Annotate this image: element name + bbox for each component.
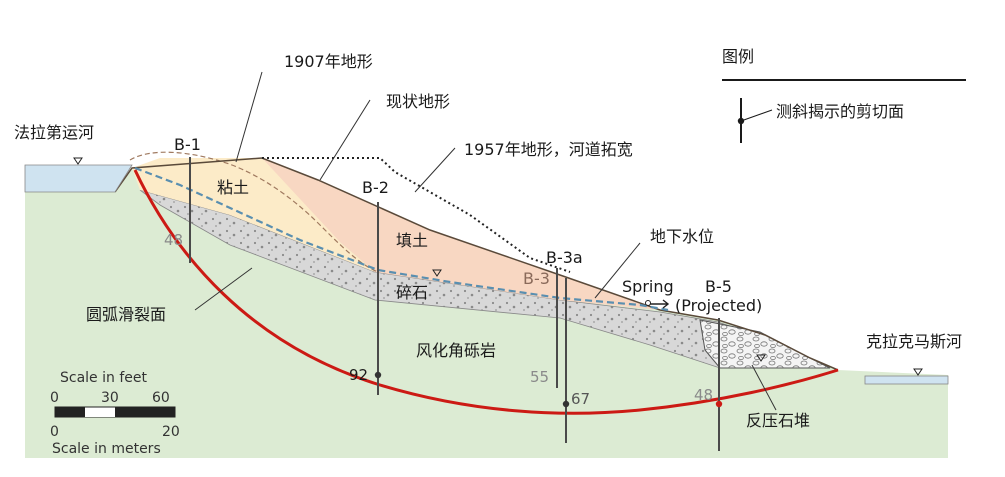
buttress-pile <box>699 319 831 369</box>
slip-surface-arc <box>133 169 839 415</box>
label-buttress: 反压石堆 <box>746 411 810 430</box>
scale-bar-feet-segment-b <box>115 407 175 412</box>
leader-1907 <box>235 71 263 163</box>
leader-buttress <box>751 364 777 411</box>
scale-meters-20: 20 <box>162 424 180 440</box>
scale-meters-0: 0 <box>50 424 59 440</box>
depth-b3: 55 <box>530 368 549 386</box>
depth-b1: 48 <box>164 231 183 249</box>
current-topo-line <box>114 157 839 371</box>
leader-groundwater <box>594 242 641 299</box>
canal-water-marker <box>73 157 83 165</box>
label-groundwater: 地下水位 <box>650 227 714 246</box>
label-gravel: 碎石 <box>396 283 428 302</box>
buttress-water-marker <box>756 354 766 362</box>
scale-feet-30: 30 <box>101 390 119 406</box>
canal-water <box>24 164 133 193</box>
label-projected: (Projected) <box>675 296 762 315</box>
borehole-label-b5: B-5 <box>705 277 732 296</box>
borehole-label-b1: B-1 <box>174 135 201 154</box>
scale-bar-feet-segment-a <box>55 407 85 412</box>
label-clay: 粘土 <box>217 178 249 197</box>
leader-current <box>319 99 371 181</box>
scale-feet-60: 60 <box>152 390 170 406</box>
topo-1907-line <box>129 151 379 273</box>
depth-b2: 92 <box>349 366 368 384</box>
borehole-label-b3a: B-3a <box>546 248 583 267</box>
groundwater-line <box>134 166 669 312</box>
spring-icon <box>645 300 651 306</box>
label-topo-1907: 1907年地形 <box>284 52 373 71</box>
borehole-label-b2: B-2 <box>362 178 389 197</box>
label-slip-surface: 圆弧滑裂面 <box>86 305 166 324</box>
topo-1957-line <box>262 157 571 273</box>
river-water <box>864 375 949 385</box>
river-water-marker <box>913 368 923 376</box>
depth-b5: 48 <box>694 386 713 404</box>
scale-feet-title: Scale in feet <box>60 370 147 386</box>
label-fill: 填土 <box>396 231 428 250</box>
fill-water-marker <box>432 269 442 277</box>
scale-meters-title: Scale in meters <box>52 441 161 457</box>
label-spring: Spring <box>622 277 674 296</box>
leader-slip <box>194 267 253 311</box>
scale-bar-meter-gap <box>85 412 115 417</box>
legend-item-label: 测斜揭示的剪切面 <box>776 102 904 121</box>
borehole-label-b3: B-3 <box>523 269 550 288</box>
spring-arrow <box>650 299 670 309</box>
shear-point-b2 <box>374 371 382 379</box>
depth-b3a: 67 <box>571 390 590 408</box>
fill-layer <box>262 158 660 310</box>
label-breccia: 风化角砾岩 <box>416 341 496 360</box>
label-canal: 法拉第运河 <box>14 123 94 142</box>
legend-leader <box>740 109 773 122</box>
label-river: 克拉克马斯河 <box>866 332 962 351</box>
scale-feet-0: 0 <box>50 390 59 406</box>
shear-point-b3a <box>562 400 570 408</box>
legend-title: 图例 <box>722 47 754 66</box>
label-topo-1957: 1957年地形，河道拓宽 <box>464 140 633 159</box>
shear-point-b5 <box>715 400 723 408</box>
leader-1957 <box>414 147 456 193</box>
label-current-topo: 现状地形 <box>386 92 450 111</box>
